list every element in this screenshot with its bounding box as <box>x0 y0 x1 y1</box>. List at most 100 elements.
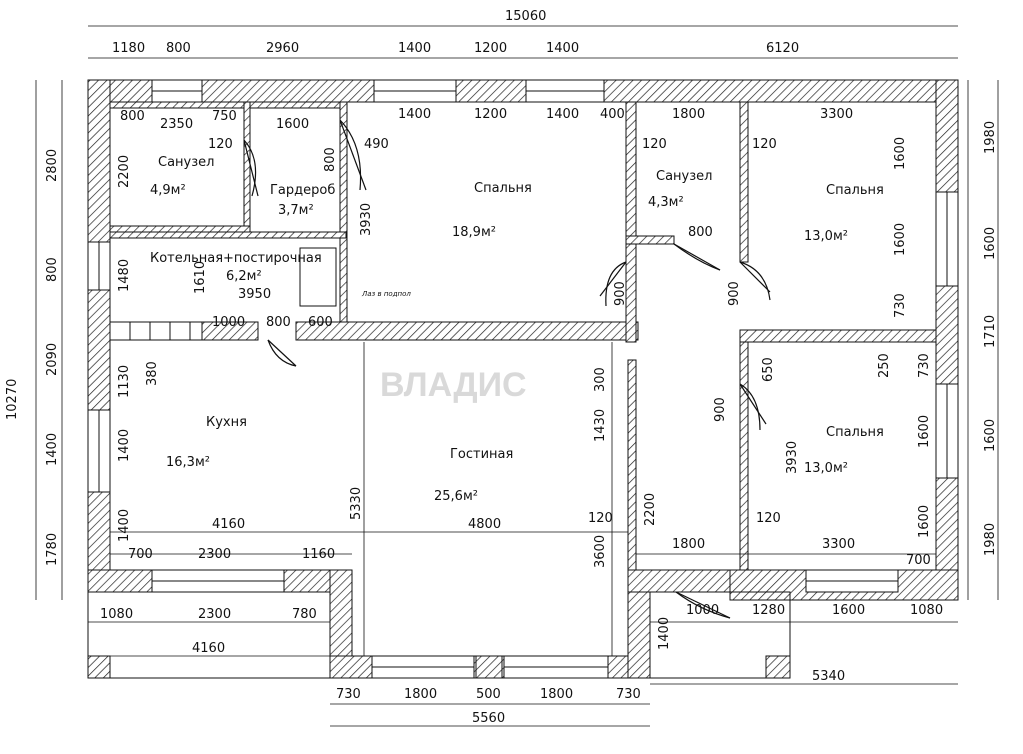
room-bedroom2-name: Спальня <box>826 183 884 198</box>
room-bedroom1-name: Спальня <box>474 181 532 196</box>
overall-height: 10270 <box>5 379 20 420</box>
dim-250: 250 <box>877 353 892 378</box>
dim-1430: 1430 <box>593 409 608 442</box>
interior-dimensions: 120 490 800 3930 120 120 1610 3950 1000 … <box>128 137 931 650</box>
dim-bm-total: 5560 <box>472 711 505 726</box>
room-wardrobe-area: 3,7м² <box>278 203 314 218</box>
room-bedroom3-area: 13,0м² <box>804 461 848 476</box>
dim-right-in-5: 1600 <box>917 505 932 538</box>
dim-left-in-3: 1400 <box>117 429 132 462</box>
dim-120c: 120 <box>752 137 777 152</box>
bottom-dimensions: 1080 2300 780 4160 730 1800 500 1800 730… <box>100 603 943 726</box>
dim-900b: 900 <box>727 281 742 306</box>
dim-1800: 1800 <box>672 537 705 552</box>
left-dimensions: 10270 2800 800 2090 1400 1780 2200 1480 … <box>5 149 132 566</box>
dim-bm-0: 730 <box>336 687 361 702</box>
interior-walls <box>109 101 937 571</box>
dim-br-2: 1600 <box>832 603 865 618</box>
room-bedroom2-area: 13,0м² <box>804 229 848 244</box>
room-living-area: 25,6м² <box>434 489 478 504</box>
dim-inner-tl-3: 1600 <box>276 117 309 132</box>
dim-right-3: 1600 <box>983 419 998 452</box>
dim-inner-tm-1: 1200 <box>474 107 507 122</box>
dim-right-in-3: 730 <box>917 353 932 378</box>
dim-bl-1: 2300 <box>198 607 231 622</box>
dim-right-1: 1600 <box>983 227 998 260</box>
dim-left-in-4: 1400 <box>117 509 132 542</box>
room-bedroom1-area: 18,9м² <box>452 225 496 240</box>
dim-top-3: 1400 <box>398 41 431 56</box>
dim-120d: 120 <box>588 511 613 526</box>
dim-inner-tl-1: 2350 <box>160 117 193 132</box>
dim-top-0: 1180 <box>112 41 145 56</box>
dim-right-in-1: 1600 <box>893 223 908 256</box>
dim-4160: 4160 <box>212 517 245 532</box>
dim-800b: 800 <box>266 315 291 330</box>
dim-5330: 5330 <box>349 487 364 520</box>
room-bath1-area: 4,9м² <box>150 183 186 198</box>
dim-bm-2: 500 <box>476 687 501 702</box>
dim-left-2: 2090 <box>45 343 60 376</box>
room-wardrobe-name: Гардероб <box>270 183 335 198</box>
room-boiler-name: Котельная+постирочная <box>150 251 322 266</box>
dim-3300: 3300 <box>822 537 855 552</box>
dim-3930b: 3930 <box>785 441 800 474</box>
dim-1400k: 1400 <box>657 617 672 650</box>
dim-left-in-1: 1480 <box>117 259 132 292</box>
dim-bl-2: 780 <box>292 607 317 622</box>
dim-inner-tl-0: 800 <box>120 109 145 124</box>
room-kitchen-name: Кухня <box>206 415 247 430</box>
room-labels: Санузел 4,9м² Гардероб 3,7м² Спальня 18,… <box>150 155 884 504</box>
top-dimensions: 15060 1180 800 2960 1400 1200 1400 6120 … <box>112 9 853 132</box>
dim-right-in-2: 730 <box>893 293 908 318</box>
dim-700a: 700 <box>128 547 153 562</box>
room-bath2-area: 4,3м² <box>648 195 684 210</box>
dim-650: 650 <box>761 357 776 382</box>
room-bath2-name: Санузел <box>656 169 712 184</box>
windows <box>87 79 959 679</box>
dim-800c: 800 <box>688 225 713 240</box>
dim-top-5: 1400 <box>546 41 579 56</box>
dim-900c: 900 <box>713 397 728 422</box>
dim-120a: 120 <box>208 137 233 152</box>
right-dimensions: 1980 1600 1710 1600 1980 1600 1600 730 7… <box>893 121 998 556</box>
dim-1610: 1610 <box>193 261 208 294</box>
dim-right-in-4: 1600 <box>917 415 932 448</box>
overall-width: 15060 <box>505 9 546 24</box>
dim-inner-tm-0: 1400 <box>398 107 431 122</box>
dim-inner-tm-3: 400 <box>600 107 625 122</box>
room-bath1-name: Санузел <box>158 155 214 170</box>
dim-3930a: 3930 <box>359 203 374 236</box>
dim-br-0: 1000 <box>686 603 719 618</box>
dim-120e: 120 <box>756 511 781 526</box>
dim-left-in-2: 1130 <box>117 365 132 398</box>
dim-1160: 1160 <box>302 547 335 562</box>
room-kitchen-area: 16,3м² <box>166 455 210 470</box>
dim-top-2: 2960 <box>266 41 299 56</box>
dim-490: 490 <box>364 137 389 152</box>
dim-right-in-0: 1600 <box>893 137 908 170</box>
dim-900a: 900 <box>613 281 628 306</box>
dim-left-0: 2800 <box>45 149 60 182</box>
dim-bm-4: 730 <box>616 687 641 702</box>
dim-120b: 120 <box>642 137 667 152</box>
dim-4800: 4800 <box>468 517 501 532</box>
dim-2200: 2200 <box>643 493 658 526</box>
dim-inner-tr-0: 1800 <box>672 107 705 122</box>
dim-600: 600 <box>308 315 333 330</box>
dim-3950: 3950 <box>238 287 271 302</box>
dim-bm-3: 1800 <box>540 687 573 702</box>
dim-top-6: 6120 <box>766 41 799 56</box>
dim-1000: 1000 <box>212 315 245 330</box>
dim-800a: 800 <box>323 147 338 172</box>
dim-380: 380 <box>145 361 160 386</box>
dim-bm-1: 1800 <box>404 687 437 702</box>
dim-br-1: 1280 <box>752 603 785 618</box>
hatch-note: Лаз в подпол <box>361 290 411 298</box>
dim-top-1: 800 <box>166 41 191 56</box>
dim-inner-tm-2: 1400 <box>546 107 579 122</box>
dim-left-in-0: 2200 <box>117 155 132 188</box>
dim-700b: 700 <box>906 553 931 568</box>
dimension-lines <box>35 25 999 727</box>
